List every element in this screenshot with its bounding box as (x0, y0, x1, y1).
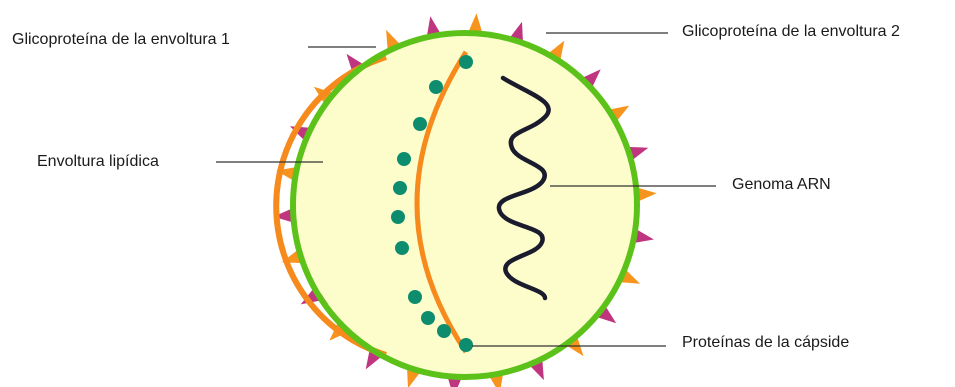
capsid-protein-dot (395, 241, 409, 255)
capsid-protein-dot (459, 55, 473, 69)
capsid-protein-dot (421, 311, 435, 325)
label-rna-genome: Genoma ARN (732, 176, 831, 194)
capsid-protein-dot (459, 338, 473, 352)
label-glycoprotein-1: Glicoproteína de la envoltura 1 (12, 31, 230, 49)
capsid-protein-dot (393, 181, 407, 195)
capsid-protein-dot (408, 290, 422, 304)
virion-interior (296, 36, 634, 374)
capsid-protein-dot (397, 152, 411, 166)
capsid-protein-dot (413, 117, 427, 131)
capsid-protein-dot (437, 324, 451, 338)
label-lipid-envelope: Envoltura lipídica (37, 153, 159, 171)
label-capsid-proteins: Proteínas de la cápside (682, 334, 849, 352)
capsid-protein-dot (429, 80, 443, 94)
capsid-protein-dot (391, 210, 405, 224)
label-glycoprotein-2: Glicoproteína de la envoltura 2 (682, 23, 900, 41)
